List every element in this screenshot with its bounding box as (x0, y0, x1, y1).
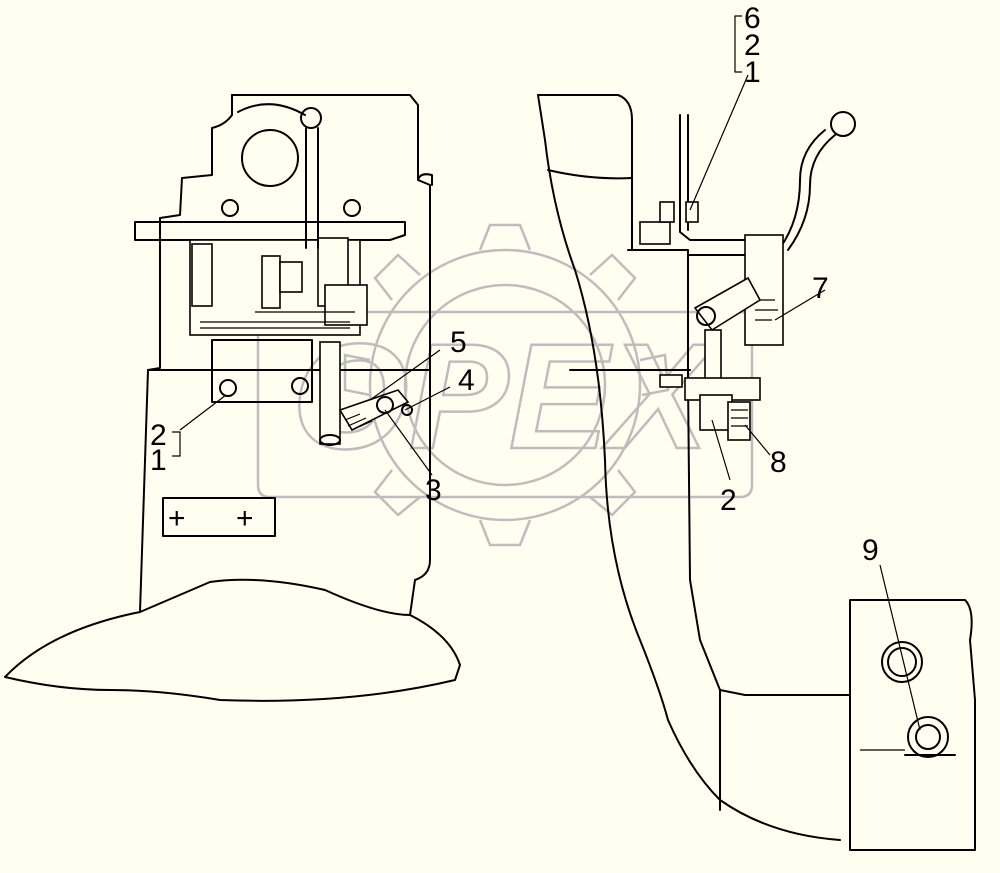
watermark-text: OPEX (292, 312, 717, 480)
label-4: 4 (458, 364, 475, 397)
plus-sign-left: + (168, 502, 186, 535)
label-5: 5 (450, 326, 467, 359)
label-2-right-bottom: 2 (720, 484, 737, 517)
label-7: 7 (812, 272, 829, 305)
label-9: 9 (862, 534, 879, 567)
plus-sign-right: + (236, 502, 254, 535)
label-2-right-top: 2 (744, 29, 761, 62)
label-6: 6 (744, 2, 761, 35)
label-8: 8 (770, 446, 787, 479)
battery-box (162, 497, 276, 537)
right-assembly: 6 2 1 7 8 2 9 (537, 2, 976, 851)
label-1-right: 1 (744, 56, 761, 89)
label-2-left: 2 (150, 419, 167, 452)
label-3: 3 (425, 474, 442, 507)
label-1-left: 1 (150, 444, 167, 477)
left-assembly: + + 5 4 3 2 1 (4, 94, 475, 702)
